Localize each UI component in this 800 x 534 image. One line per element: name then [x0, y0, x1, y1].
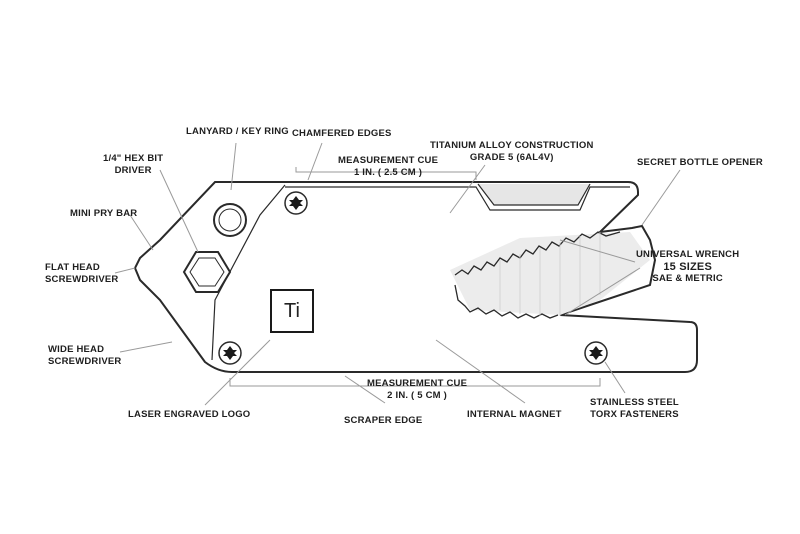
- ti-logo: Ti: [270, 289, 314, 333]
- label-torx-line1: STAINLESS STEEL: [590, 397, 679, 408]
- label-magnet-text: INTERNAL MAGNET: [467, 409, 562, 420]
- label-measurement-cue-1in: MEASUREMENT CUE 1 IN. ( 2.5 CM ): [338, 155, 438, 179]
- wrench-teeth-upper: [454, 231, 621, 276]
- label-cue1-line1: MEASUREMENT CUE: [338, 155, 439, 166]
- label-wrench-line1: UNIVERSAL WRENCH: [636, 249, 740, 260]
- chamfer-edge-line: [285, 186, 630, 211]
- label-titanium-line2: GRADE 5 (6AL4V): [469, 152, 554, 163]
- label-scraper-text: SCRAPER EDGE: [344, 415, 423, 426]
- label-hex-line2: DRIVER: [114, 165, 152, 176]
- hex-bit-driver: [182, 251, 232, 293]
- label-hex-bit-driver: 1/4" HEX BIT DRIVER: [103, 153, 163, 177]
- label-measurement-cue-2in: MEASUREMENT CUE 2 IN. ( 5 CM ): [367, 378, 467, 402]
- label-flat-line2: SCREWDRIVER: [45, 274, 119, 285]
- plate-divider-line: [211, 184, 286, 361]
- label-titanium: TITANIUM ALLOY CONSTRUCTION GRADE 5 (6AL…: [430, 140, 594, 164]
- label-wide-head: WIDE HEAD SCREWDRIVER: [48, 344, 121, 368]
- torx-screw-top: [284, 191, 308, 215]
- label-lanyard: LANYARD / KEY RING: [186, 126, 289, 138]
- label-secret-bottle-opener: SECRET BOTTLE OPENER: [637, 157, 763, 169]
- label-chamfered-edges: CHAMFERED EDGES: [292, 128, 392, 140]
- label-wrench-line2: 15 SIZES: [663, 261, 712, 273]
- label-wide-line1: WIDE HEAD: [48, 344, 105, 355]
- label-hex-line1: 1/4" HEX BIT: [103, 153, 164, 164]
- universal-wrench: [450, 231, 650, 319]
- label-flat-line1: FLAT HEAD: [45, 262, 100, 273]
- measurement-cue-1in-line: [295, 167, 477, 180]
- label-torx-line2: TORX FASTENERS: [590, 409, 679, 420]
- label-cue1-line2: 1 IN. ( 2.5 CM ): [353, 167, 423, 178]
- torx-screw-bottom-right: [584, 341, 608, 365]
- hex-bit-driver-inner: [189, 257, 225, 287]
- label-cue2-line2: 2 IN. ( 5 CM ): [387, 390, 447, 401]
- label-cue2-line1: MEASUREMENT CUE: [367, 378, 468, 389]
- leader-lines: [114, 142, 681, 406]
- bottle-opener-slot: [477, 183, 591, 206]
- label-titanium-line1: TITANIUM ALLOY CONSTRUCTION: [430, 140, 594, 151]
- label-laser-engraved-logo: LASER ENGRAVED LOGO: [128, 409, 250, 421]
- label-laser-text: LASER ENGRAVED LOGO: [128, 409, 251, 420]
- label-scraper-edge: SCRAPER EDGE: [344, 415, 422, 427]
- wrench-inner-lines: [499, 232, 601, 316]
- label-torx-fasteners: STAINLESS STEEL TORX FASTENERS: [590, 397, 679, 421]
- measurement-cue-2in-line: [229, 378, 601, 387]
- label-mini-pry-bar: MINI PRY BAR: [70, 208, 137, 220]
- label-wrench-line3: SAE & METRIC: [652, 273, 723, 284]
- label-flat-head: FLAT HEAD SCREWDRIVER: [45, 262, 118, 286]
- torx-screw-bottom-left: [218, 341, 242, 365]
- label-universal-wrench: UNIVERSAL WRENCH 15 SIZES SAE & METRIC: [636, 249, 739, 285]
- label-lanyard-text: LANYARD / KEY RING: [186, 126, 289, 137]
- label-wide-line2: SCREWDRIVER: [48, 356, 122, 367]
- wrench-teeth-lower: [454, 284, 559, 319]
- label-mini-pry-text: MINI PRY BAR: [70, 208, 138, 219]
- key-ring-hole-inner: [218, 208, 242, 232]
- label-chamfered-text: CHAMFERED EDGES: [292, 128, 392, 139]
- label-secret-text: SECRET BOTTLE OPENER: [637, 157, 763, 168]
- label-internal-magnet: INTERNAL MAGNET: [467, 409, 562, 421]
